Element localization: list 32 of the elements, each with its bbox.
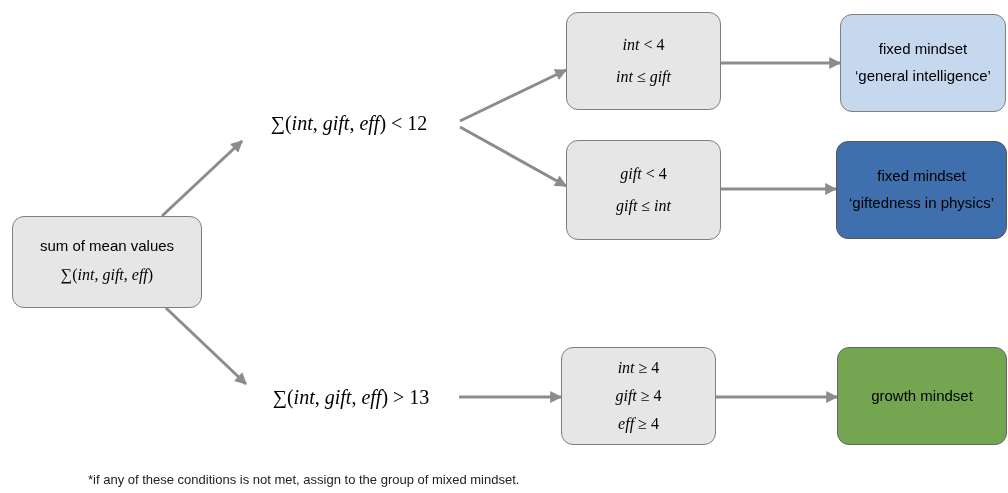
start-box (12, 216, 202, 308)
arrow (721, 57, 842, 69)
formula: gift < 4 (620, 164, 667, 185)
box-label: ‘general intelligence’ (855, 67, 991, 86)
formula: int ≤ gift (616, 67, 671, 88)
arrow (160, 139, 244, 218)
arrow (721, 183, 838, 195)
formula: eff ≥ 4 (618, 414, 659, 435)
condition-text: ∑(int, gift, eff) < 12 (270, 111, 428, 137)
footnote: *if any of these conditions is not met, assign to the group of mixed mindset. (88, 471, 520, 489)
condition-box (561, 347, 716, 445)
formula: ∑(int, gift, eff) (60, 265, 154, 286)
box-label: fixed mindset (878, 40, 968, 59)
arrow (459, 68, 568, 123)
outcome-box (836, 141, 1007, 239)
arrow (459, 391, 563, 403)
formula: gift ≤ int (616, 196, 671, 217)
arrow (459, 125, 568, 188)
arrow (164, 306, 248, 386)
box-label: growth mindset (871, 386, 973, 406)
formula: int ≥ 4 (617, 358, 660, 378)
box-label: sum of mean values (39, 236, 175, 256)
formula: int < 4 (622, 35, 665, 55)
condition-box (566, 140, 721, 240)
condition-text: ∑(int, gift, eff) > 13 (272, 385, 430, 411)
outcome-box (837, 347, 1007, 445)
formula: gift ≥ 4 (615, 386, 662, 407)
outcome-box (840, 14, 1006, 112)
box-label: fixed mindset (877, 167, 966, 186)
box-label: ‘giftedness in physics’ (848, 194, 995, 213)
condition-box (566, 12, 721, 110)
arrow (716, 391, 839, 403)
